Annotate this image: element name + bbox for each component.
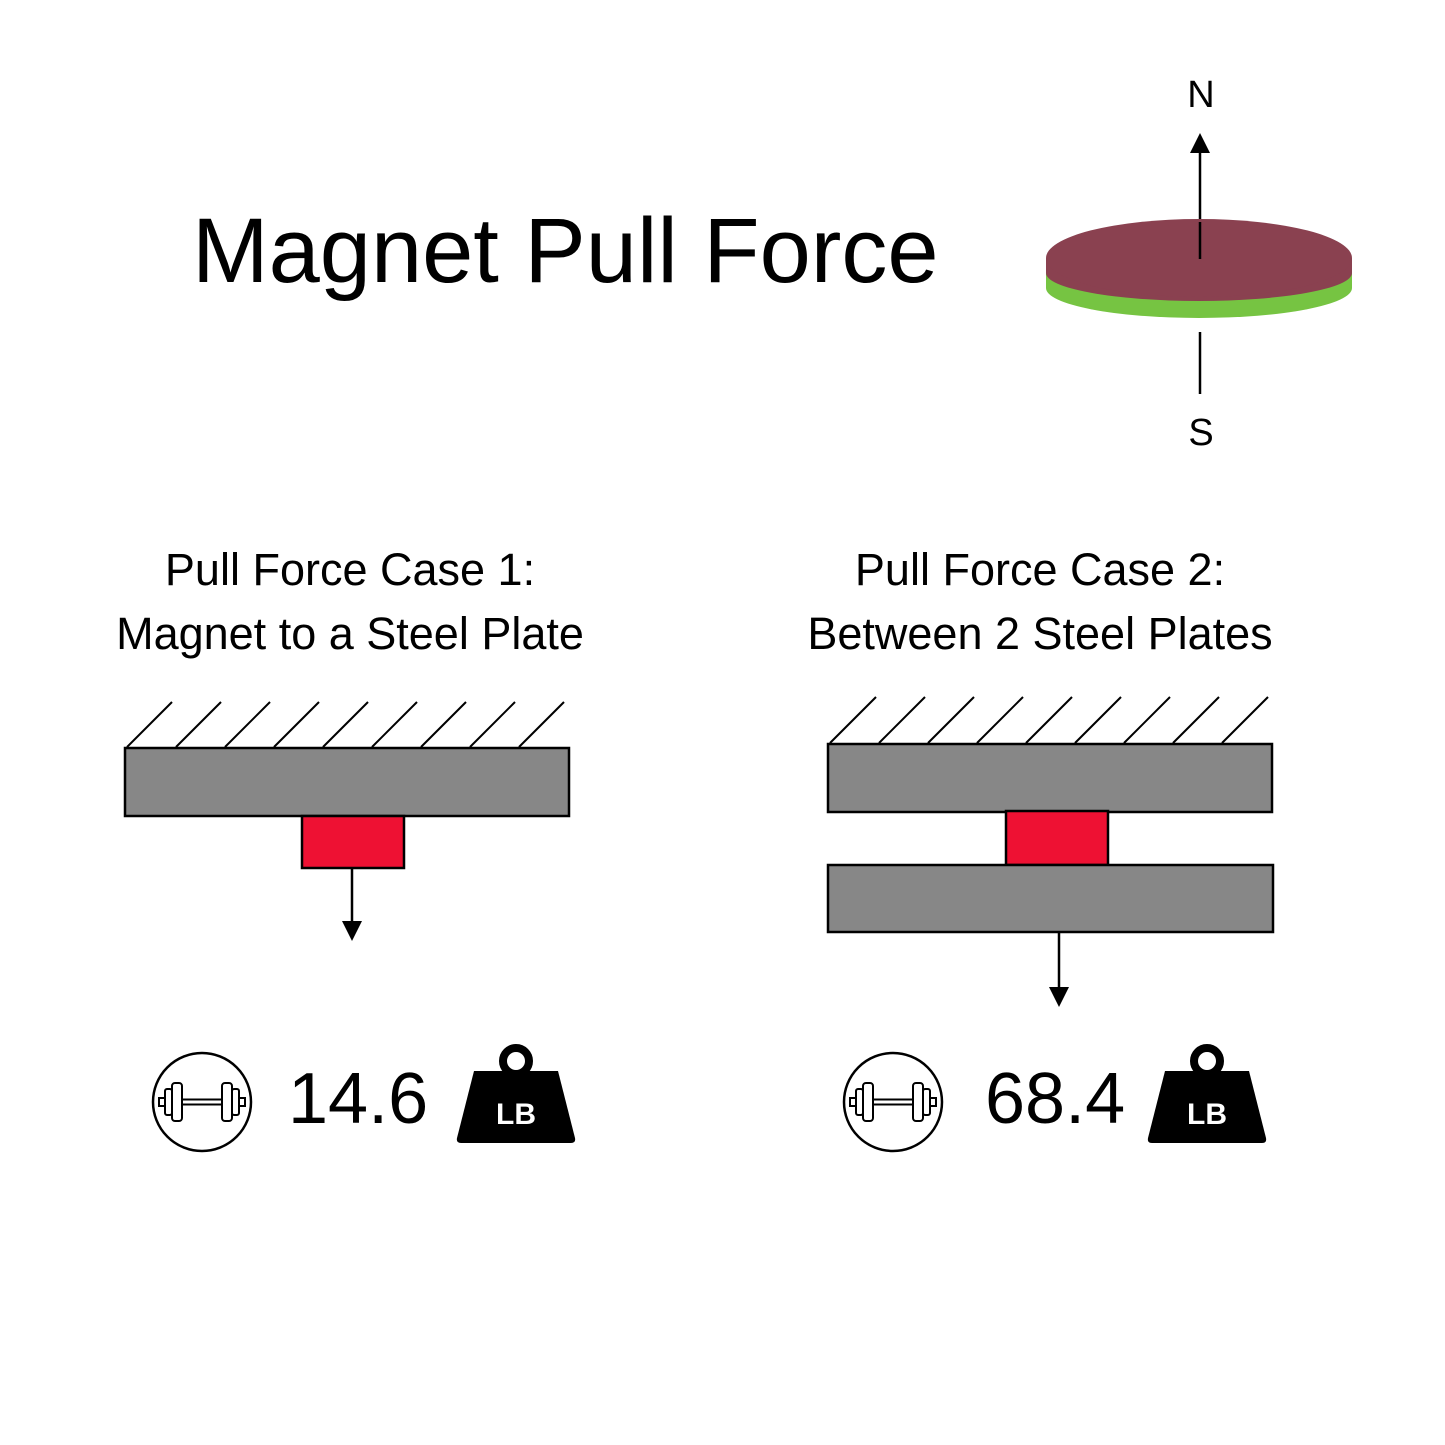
dumbbell-icon [151, 1051, 253, 1153]
case2-unit-label: LB [1187, 1098, 1227, 1131]
case1-diagram [123, 701, 571, 941]
case1-force-arrow-head [342, 921, 362, 941]
case2-upper-steel-plate [826, 742, 1274, 814]
north-arrow-head [1190, 133, 1210, 153]
dumbbell-icon [842, 1051, 944, 1153]
weight-icon: LB [457, 1048, 575, 1143]
case2-lower-steel-plate [826, 863, 1275, 934]
case1-heading-line1: Pull Force Case 1: [164, 544, 536, 595]
magnet-disc-illustration [1046, 133, 1352, 394]
case2-pull-force-value: 68.4 [985, 1059, 1126, 1139]
north-pole-label: N [1187, 74, 1215, 116]
case2-fixed-surface-hatch [829, 696, 1269, 744]
south-pole-label: S [1188, 412, 1214, 454]
case2-heading-line2: Between 2 Steel Plates [807, 608, 1273, 659]
case1-pull-force-value: 14.6 [288, 1059, 429, 1139]
case1-fixed-surface-hatch [126, 701, 565, 748]
case2-heading: Pull Force Case 2: Between 2 Steel Plate… [740, 538, 1340, 666]
case1-heading-line2: Magnet to a Steel Plate [116, 608, 584, 659]
weight-icon: LB [1148, 1048, 1266, 1143]
case1-heading: Pull Force Case 1: Magnet to a Steel Pla… [50, 538, 650, 666]
case2-force-arrow-head [1049, 987, 1069, 1007]
case1-steel-plate [123, 746, 571, 818]
case1-unit-label: LB [496, 1098, 536, 1131]
page-title: Magnet Pull Force [192, 200, 939, 302]
case2-diagram [826, 696, 1275, 1007]
case1-magnet-block [300, 814, 406, 870]
case2-magnet-block [1004, 809, 1110, 867]
case2-heading-line1: Pull Force Case 2: [854, 544, 1226, 595]
